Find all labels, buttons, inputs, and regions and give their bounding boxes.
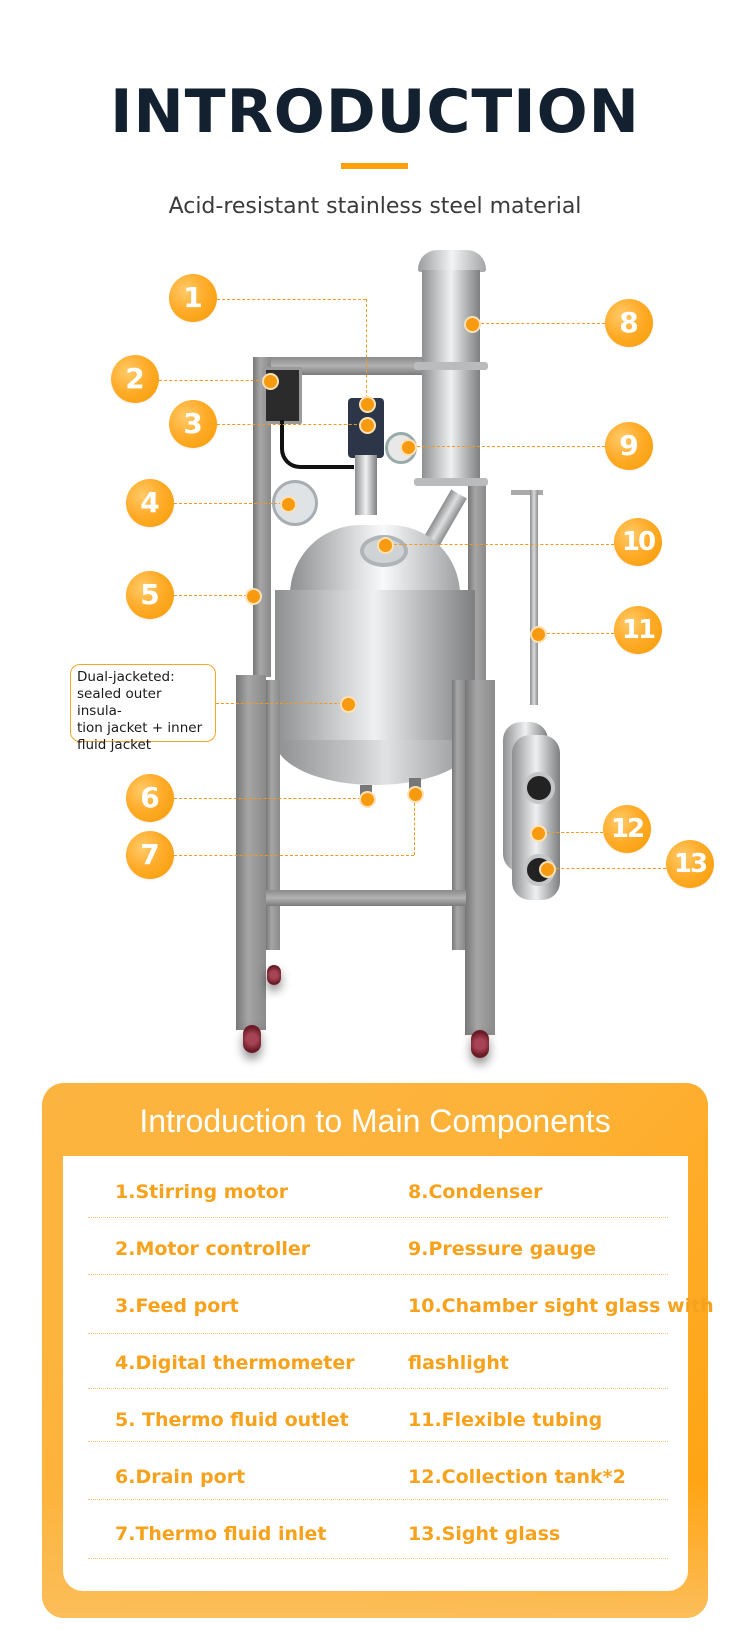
leader-line-9 (407, 446, 605, 447)
component-item-11: 11.Flexible tubing (408, 1409, 603, 1431)
callout-11: 11 (614, 606, 662, 654)
component-item-10: 10.Chamber sight glass with (408, 1295, 714, 1317)
leader-line-note (216, 703, 347, 704)
row-divider (88, 1441, 668, 1442)
callout-6: 6 (126, 774, 174, 822)
target-dot-11 (530, 626, 547, 643)
callout-10: 10 (614, 518, 662, 566)
callout-2: 2 (111, 355, 159, 403)
leader-line-1v (366, 299, 367, 403)
component-item-1: 1.Stirring motor (115, 1181, 289, 1203)
component-item-9: 9.Pressure gauge (408, 1238, 597, 1260)
callout-13: 13 (666, 840, 714, 888)
leader-line-5 (174, 595, 252, 596)
leader-line-13 (546, 868, 666, 869)
callout-7: 7 (126, 831, 174, 879)
component-item-10-cont: flashlight (408, 1352, 509, 1374)
component-item-8: 8.Condenser (408, 1181, 543, 1203)
leader-line-8 (471, 323, 605, 324)
component-item-7: 7.Thermo fluid inlet (115, 1523, 327, 1545)
note-line-1: Dual-jacketed: (77, 669, 175, 685)
callout-4: 4 (126, 479, 174, 527)
target-dot-9 (400, 439, 417, 456)
target-dot-2 (262, 373, 279, 390)
target-dot-13 (539, 861, 556, 878)
target-dot-4 (280, 496, 297, 513)
page-title: INTRODUCTION (110, 77, 640, 147)
target-dot-3 (359, 417, 376, 434)
note-line-3: tion jacket + inner (77, 720, 203, 736)
title-accent-bar (341, 163, 408, 169)
row-divider (88, 1333, 668, 1334)
reactor-illustration (236, 250, 560, 1058)
leader-line-1 (217, 299, 366, 300)
leader-line-4 (174, 503, 287, 504)
target-dot-5 (245, 588, 262, 605)
target-dot-1 (359, 396, 376, 413)
target-dot-note (340, 696, 357, 713)
leader-line-7v (414, 793, 415, 855)
leader-line-10 (384, 544, 614, 545)
leader-line-7 (174, 855, 414, 856)
row-divider (88, 1388, 668, 1389)
callout-5: 5 (126, 571, 174, 619)
components-panel-title: Introduction to Main Components (139, 1103, 611, 1139)
target-dot-6 (359, 791, 376, 808)
component-item-5: 5. Thermo fluid outlet (115, 1409, 349, 1431)
target-dot-10 (377, 537, 394, 554)
leader-line-12 (537, 832, 603, 833)
component-item-2: 2.Motor controller (115, 1238, 311, 1260)
callout-9: 9 (605, 422, 653, 470)
row-divider (88, 1499, 668, 1500)
row-divider (88, 1217, 668, 1218)
target-dot-12 (530, 825, 547, 842)
leader-line-6 (174, 798, 366, 799)
callout-1: 1 (169, 274, 217, 322)
component-item-3: 3.Feed port (115, 1295, 239, 1317)
callout-8: 8 (605, 299, 653, 347)
target-dot-8 (464, 316, 481, 333)
note-line-4: fluid jacket (77, 737, 152, 753)
leader-line-11 (537, 633, 614, 634)
components-list (63, 1156, 688, 1591)
leader-line-2 (159, 380, 269, 381)
callout-12: 12 (603, 805, 651, 853)
leader-line-3 (217, 424, 367, 425)
note-line-2: sealed outer insula- (77, 686, 162, 719)
component-item-13: 13.Sight glass (408, 1523, 561, 1545)
component-item-4: 4.Digital thermometer (115, 1352, 355, 1374)
component-item-6: 6.Drain port (115, 1466, 246, 1488)
target-dot-7 (407, 786, 424, 803)
row-divider (88, 1274, 668, 1275)
dual-jacket-note: Dual-jacketed: sealed outer insula- tion… (70, 664, 216, 753)
row-divider (88, 1558, 668, 1559)
page-subtitle: Acid-resistant stainless steel material (168, 194, 582, 219)
callout-3: 3 (169, 400, 217, 448)
component-item-12: 12.Collection tank*2 (408, 1466, 626, 1488)
